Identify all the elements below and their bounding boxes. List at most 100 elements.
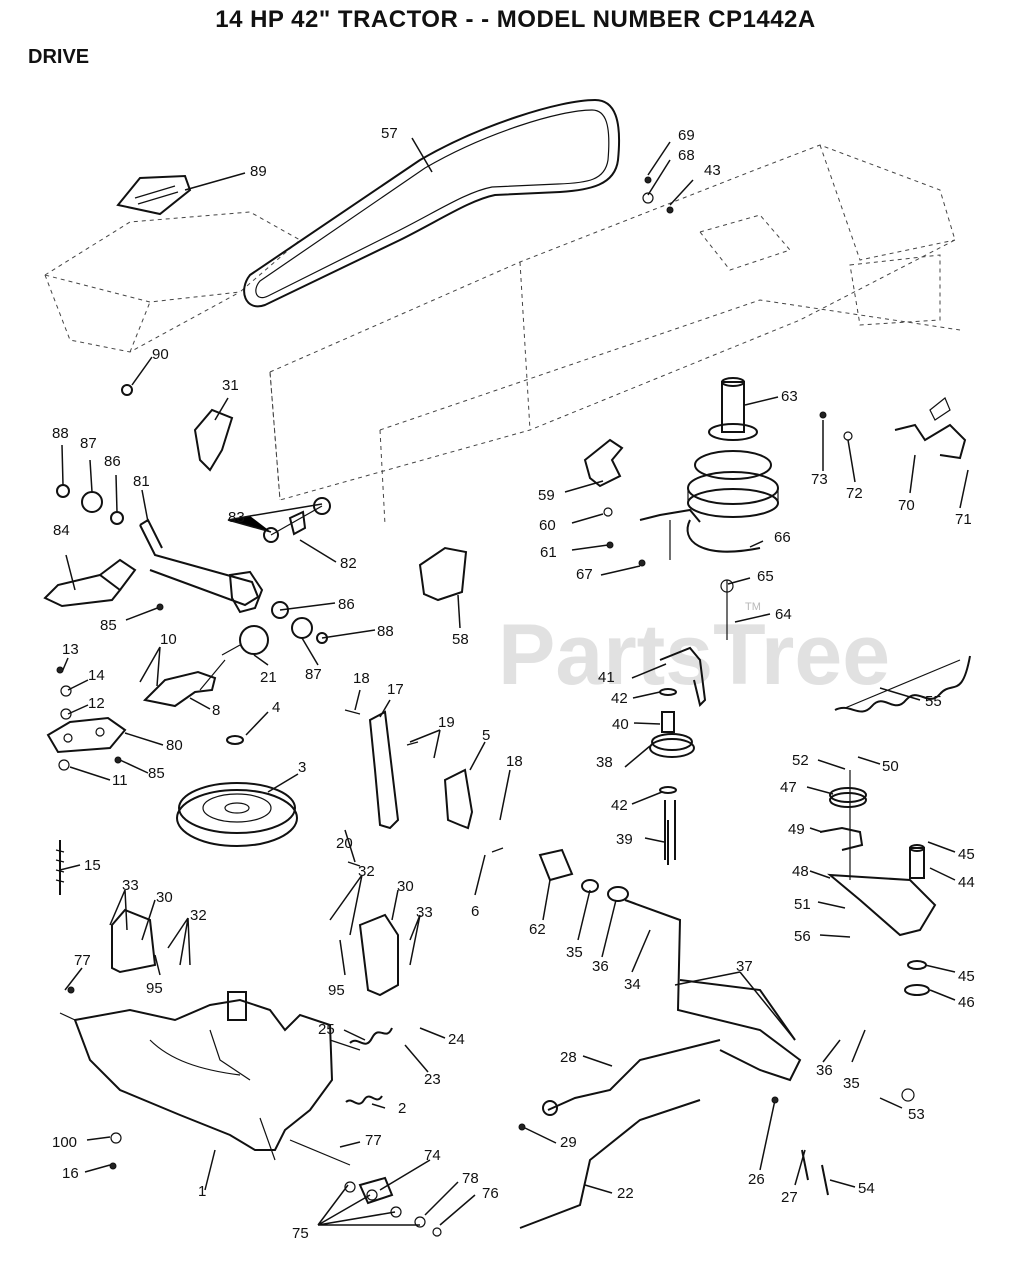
chassis-frame [43, 144, 961, 526]
callout-label: 17 [387, 681, 404, 698]
callout-label: 6 [471, 903, 479, 920]
callout-label: 77 [74, 952, 91, 969]
callout-label: 63 [781, 388, 798, 405]
idler-stack [649, 520, 728, 860]
callout-label: 45 [958, 846, 975, 863]
callout-label: 86 [104, 453, 121, 470]
callout-label: 76 [482, 1185, 499, 1202]
bracket-17 [368, 710, 400, 830]
callout-label: 40 [612, 716, 629, 733]
callout-label: 36 [816, 1062, 833, 1079]
callout-label: 10 [160, 631, 177, 648]
callout-label: 23 [424, 1071, 441, 1088]
diagram-title: 14 HP 42" TRACTOR - - MODEL NUMBER CP144… [215, 6, 816, 33]
callout-label: 15 [84, 857, 101, 874]
idler-arm [819, 770, 937, 996]
section-label: DRIVE [28, 46, 90, 68]
callout-label: 19 [438, 714, 455, 731]
callout-label: 5 [482, 727, 490, 744]
bracket-58 [418, 546, 468, 602]
callout-label: 56 [794, 928, 811, 945]
leader-lines [59, 137, 969, 1226]
pulley-3 [176, 735, 298, 847]
bracket-30-right [358, 913, 399, 997]
callout-label: 68 [678, 147, 695, 164]
callout-label: 49 [788, 821, 805, 838]
callout-label: 28 [560, 1049, 577, 1066]
callout-label: 1 [198, 1183, 206, 1200]
callout-label: 32 [190, 907, 207, 924]
callout-label: 78 [462, 1170, 479, 1187]
callout-label: 22 [617, 1185, 634, 1202]
callout-label: 100 [52, 1134, 77, 1151]
shift-rod-28 [547, 1039, 721, 1111]
callout-label: 89 [250, 163, 267, 180]
spring-25 [349, 1027, 393, 1045]
callout-label: 12 [88, 695, 105, 712]
bracket-5 [443, 768, 474, 830]
callout-label: 74 [424, 1147, 441, 1164]
callout-label: 71 [955, 511, 972, 528]
callout-label: 27 [781, 1189, 798, 1206]
callout-label: 84 [53, 522, 70, 539]
callout-label: 39 [616, 831, 633, 848]
watermark-text: PartsTree [498, 607, 890, 703]
callout-label: 16 [62, 1165, 79, 1182]
callout-label: 13 [62, 641, 79, 658]
callout-label: 64 [775, 606, 792, 623]
callout-label: 61 [540, 544, 557, 561]
callout-label: 73 [811, 471, 828, 488]
callout-label: 95 [146, 980, 163, 997]
shift-lever-8 [142, 670, 217, 708]
callout-label: 47 [780, 779, 797, 796]
bracket-80 [46, 716, 127, 754]
callout-label: 26 [748, 1171, 765, 1188]
callout-label: 18 [353, 670, 370, 687]
callout-label: 21 [260, 669, 277, 686]
spring-2 [345, 1095, 383, 1105]
callout-label: 59 [538, 487, 555, 504]
callout-label: 87 [305, 666, 322, 683]
callout-label: 3 [298, 759, 306, 776]
callout-label: 35 [843, 1075, 860, 1092]
callout-label: 51 [794, 896, 811, 913]
callout-label: 52 [792, 752, 809, 769]
spring-55 [834, 655, 971, 713]
bracket-30-left [111, 908, 157, 974]
drive-belt [243, 98, 621, 308]
callout-label: 88 [377, 623, 394, 640]
callout-label: 41 [598, 669, 615, 686]
callout-label: 18 [506, 753, 523, 770]
callout-label: 38 [596, 754, 613, 771]
callout-label: 85 [100, 617, 117, 634]
callout-label: 58 [452, 631, 469, 648]
belt-guide-66 [639, 508, 761, 553]
callout-label: 48 [792, 863, 809, 880]
callout-label: 8 [212, 702, 220, 719]
spindle-pulley [687, 377, 779, 518]
callout-label: 45 [958, 968, 975, 985]
watermark-trademark: TM [745, 601, 761, 613]
callout-label: 44 [958, 874, 975, 891]
callout-label: 30 [156, 889, 173, 906]
shift-rod-22 [519, 1099, 701, 1229]
hardware [56, 176, 915, 1237]
callout-label: 25 [318, 1021, 335, 1038]
callout-label: 31 [222, 377, 239, 394]
callout-label: 33 [122, 877, 139, 894]
callout-label: 70 [898, 497, 915, 514]
brake-shaft [538, 848, 802, 1082]
callout-label: 54 [858, 1180, 875, 1197]
callout-label: 81 [133, 473, 150, 490]
bracket-31 [193, 408, 234, 472]
callout-label: 60 [539, 517, 556, 534]
callout-label: 2 [398, 1100, 406, 1117]
callout-label: 72 [846, 485, 863, 502]
callout-label: 32 [358, 863, 375, 880]
callout-label: 69 [678, 127, 695, 144]
callout-label: 88 [52, 425, 69, 442]
callout-label: 77 [365, 1132, 382, 1149]
callout-label: 46 [958, 994, 975, 1011]
callout-label: 80 [166, 737, 183, 754]
callout-label: 85 [148, 765, 165, 782]
